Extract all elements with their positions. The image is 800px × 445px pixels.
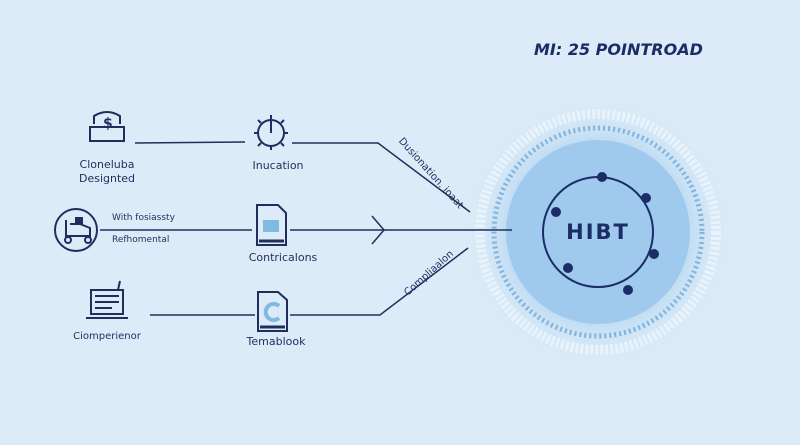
label-line: Designted bbox=[78, 172, 136, 185]
hub-inner-ring bbox=[491, 125, 705, 339]
document-icon bbox=[256, 204, 287, 246]
svg-text:$: $ bbox=[103, 116, 113, 132]
row2-mid-label: Contricalons bbox=[248, 251, 318, 264]
row1-mid-label: Inucation bbox=[252, 159, 304, 172]
hub bbox=[458, 92, 738, 372]
document-icon bbox=[257, 291, 288, 332]
row2-left-label-bottom: Refhomental bbox=[112, 235, 170, 245]
row3-left-label: Ciomperienor bbox=[73, 331, 141, 342]
arrow-head-icon bbox=[371, 215, 385, 245]
hub-label: HIBT bbox=[566, 220, 630, 244]
row1-left-label: Cloneluba Designted bbox=[79, 158, 135, 186]
monitor-icon bbox=[86, 280, 128, 319]
money-bag-icon: $ bbox=[89, 111, 125, 142]
hub-nodes bbox=[551, 172, 659, 295]
label-line: Cloneluba bbox=[79, 158, 135, 171]
diagram-title: MI: 25 POINTROAD bbox=[534, 40, 703, 59]
vehicle-icon bbox=[54, 208, 98, 252]
row3-mid-label: Temablook bbox=[246, 335, 306, 348]
hub-text-ring bbox=[475, 109, 721, 355]
hub-disc bbox=[506, 140, 690, 324]
row2-left-label-top: With fosiassty bbox=[112, 213, 175, 223]
connector-lines bbox=[100, 141, 512, 316]
compass-icon bbox=[254, 115, 288, 150]
